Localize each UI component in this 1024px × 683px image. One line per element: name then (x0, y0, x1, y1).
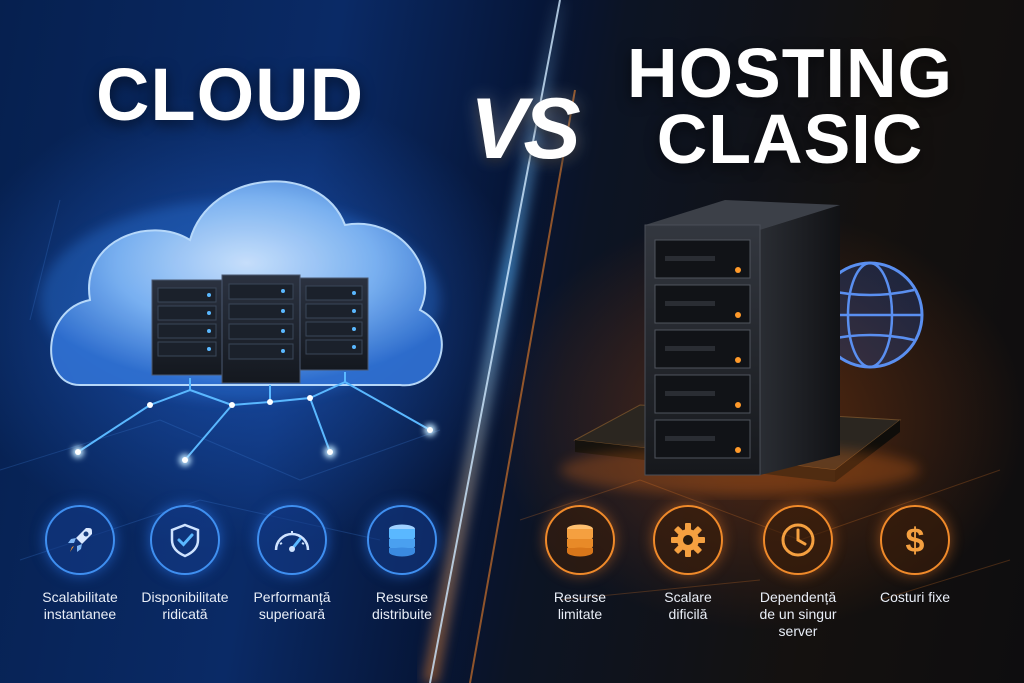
rocket-icon (68, 528, 92, 552)
feature-label-line: Resurse (553, 589, 607, 605)
hosting-title-line2: CLASIC (656, 100, 924, 178)
cloud-server-racks (151, 274, 369, 384)
feature-disponibilitate: Disponibilitate ridicată (125, 505, 245, 623)
feature-icon-circle (545, 505, 615, 575)
feature-resurse-limitate: Resurse limitate (520, 505, 640, 623)
feature-label-line: distribuite (372, 606, 432, 622)
feature-costuri-fixe: $ Costuri fixe (855, 505, 975, 606)
feature-label-line: Resurse (375, 589, 429, 605)
feature-label-line: Scalabilitate (42, 589, 118, 605)
svg-text:$: $ (906, 522, 925, 560)
feature-label-line: ridicată (162, 606, 208, 622)
feature-scalabilitate: Scalabilitate instantanee (20, 505, 140, 623)
feature-label-line: limitate (557, 606, 603, 622)
feature-label-line: Disponibilitate (141, 589, 229, 605)
feature-label-line: superioară (258, 606, 326, 622)
feature-icon-circle (367, 505, 437, 575)
split-light (423, 0, 576, 683)
clock-icon (781, 523, 815, 557)
cloud-title: CLOUD (95, 53, 365, 136)
hosting-title-line1: HOSTING (627, 34, 953, 112)
feature-label-line: dificilă (668, 606, 708, 622)
feature-label-line: instantanee (43, 606, 117, 622)
feature-icon-circle (150, 505, 220, 575)
cloud-network (72, 372, 436, 466)
tower-server (644, 200, 840, 476)
dollar-icon: $ (906, 522, 925, 560)
vs-label: VS (470, 81, 581, 177)
feature-label-line: Performanță (253, 589, 331, 605)
feature-icon-circle (257, 505, 327, 575)
feature-performanta: Performanță superioară (232, 505, 352, 623)
feature-icon-circle (763, 505, 833, 575)
server-rack-2 (221, 274, 301, 384)
feature-label-line: Costuri fixe (879, 589, 951, 605)
feature-resurse-distribuite: Resurse distribuite (342, 505, 462, 623)
feature-label-line: server (778, 623, 818, 639)
server-rack-3 (299, 277, 369, 371)
feature-dependenta: Dependență de un singur server (738, 505, 858, 640)
gear-icon (671, 523, 705, 557)
feature-label-line: Scalare (664, 589, 712, 605)
feature-icon-circle (45, 505, 115, 575)
database-icon (389, 524, 415, 557)
feature-icon-circle (653, 505, 723, 575)
feature-label-line: de un singur (759, 606, 837, 622)
server-rack-1 (151, 279, 223, 376)
database-icon (567, 524, 593, 557)
feature-scalare-dificila: Scalare dificilă (628, 505, 748, 623)
feature-icon-circle: $ (880, 505, 950, 575)
speedometer-icon (274, 531, 310, 552)
feature-label-line: Dependență (759, 589, 837, 605)
hosting-title: HOSTING CLASIC (600, 38, 980, 174)
shield-check-icon (170, 523, 200, 558)
